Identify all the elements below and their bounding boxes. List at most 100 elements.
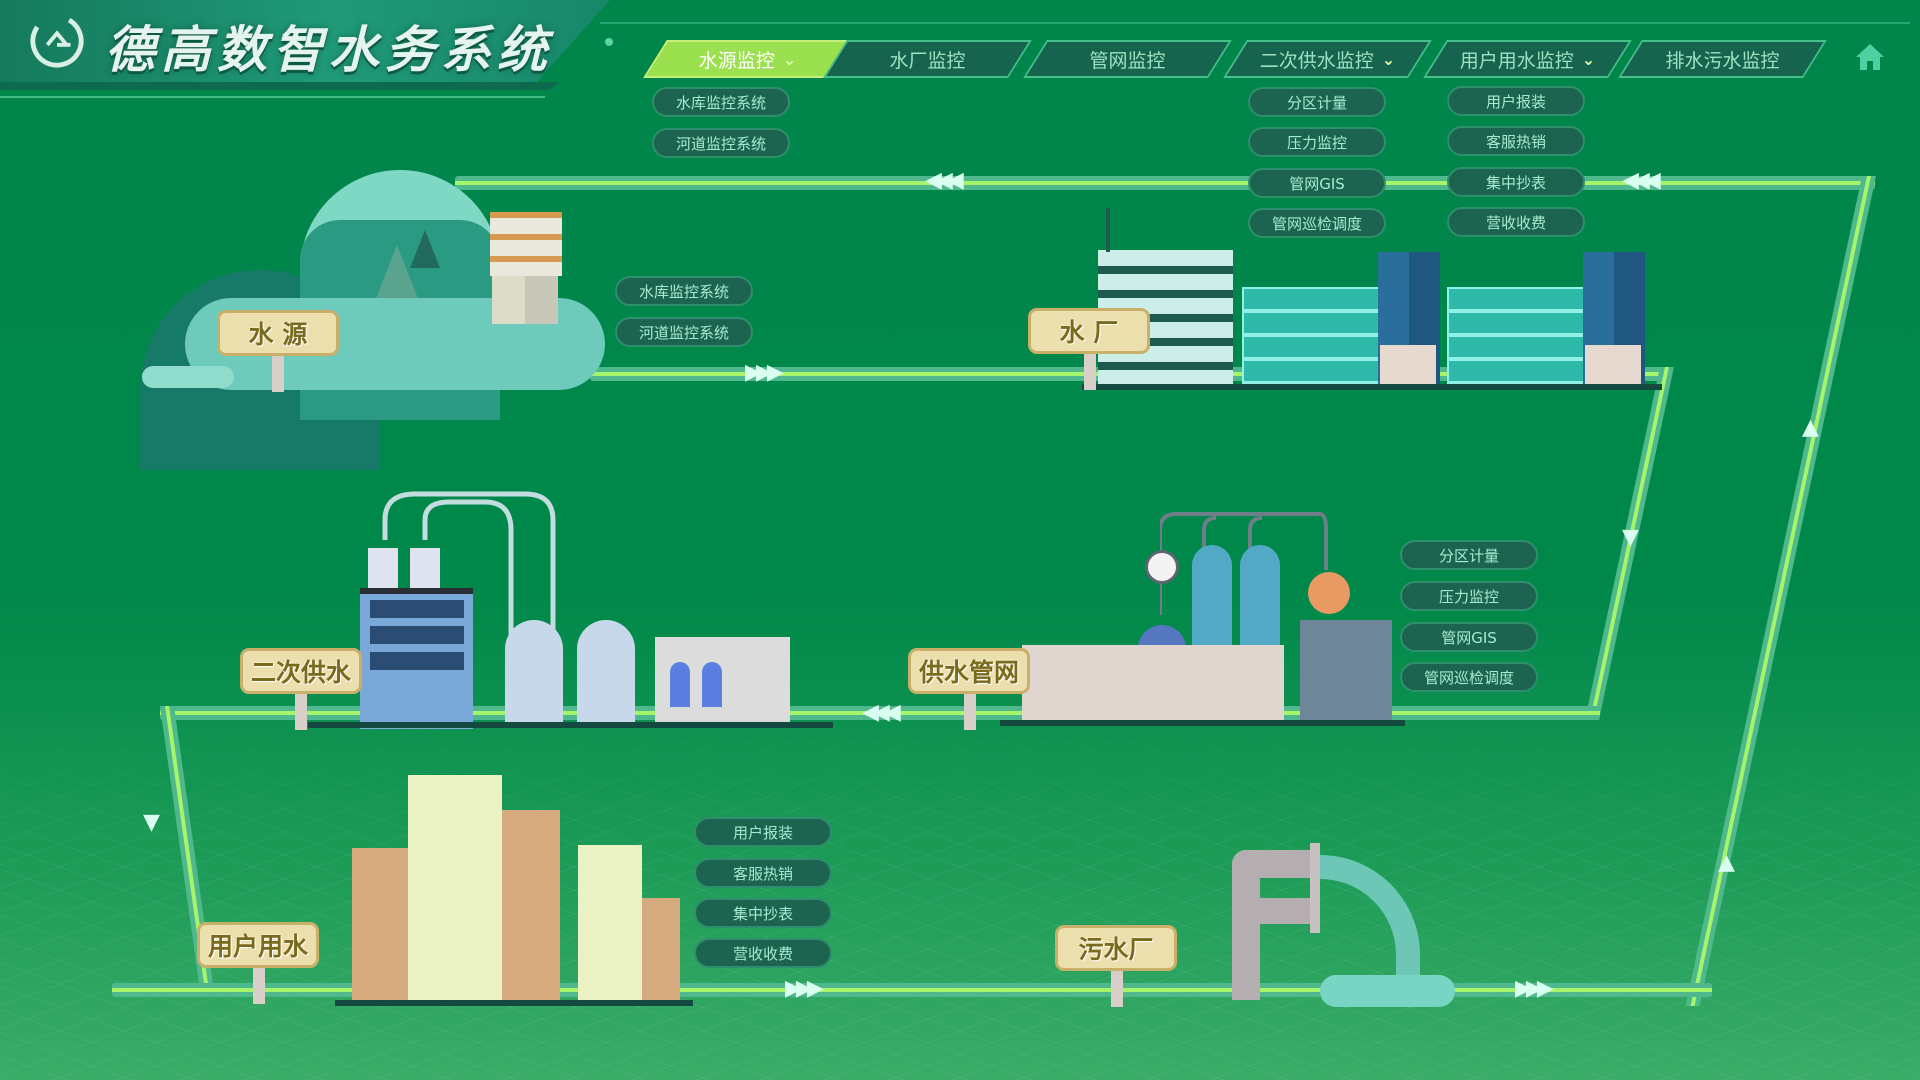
- network-tank: [1192, 545, 1232, 645]
- flow-arrow-left-icon: ◀◀◀: [1622, 168, 1661, 193]
- nav-tab-water-plant[interactable]: 水厂监控: [823, 40, 1032, 78]
- station-sign-secondary[interactable]: 二次供水: [240, 648, 362, 694]
- sewage-water-pool: [1320, 975, 1455, 1007]
- plant-building-2: [1447, 287, 1585, 388]
- nav-tab-label: 水厂监控: [889, 49, 966, 72]
- sewage-pipe-horizontal: [1232, 850, 1312, 878]
- sign-post: [272, 356, 284, 392]
- station-sign-sewage[interactable]: 污水厂: [1055, 925, 1177, 971]
- sign-post: [1111, 971, 1123, 1007]
- secondary-pump-blue: [670, 662, 690, 707]
- pill-meter-reading[interactable]: 集中抄表: [694, 898, 832, 928]
- dropdown-billing[interactable]: 营收收费: [1447, 207, 1585, 237]
- nav-tab-secondary-supply[interactable]: 二次供水监控 ⌄: [1223, 40, 1432, 78]
- water-tower-top: [490, 212, 562, 276]
- network-tank-block: [1300, 620, 1392, 720]
- sewage-flange: [1310, 843, 1320, 933]
- title-banner-shadow: [0, 82, 560, 90]
- pill-zone-metering[interactable]: 分区计量: [1400, 540, 1538, 570]
- flow-pipe-top: [455, 176, 1875, 190]
- network-pipes: [1160, 512, 1328, 615]
- secondary-tank: [505, 620, 563, 722]
- app-title: 德高数智水务系统: [105, 21, 553, 79]
- dropdown-customer-service[interactable]: 客服热销: [1447, 126, 1585, 156]
- pill-reservoir-monitor[interactable]: 水库监控系统: [615, 276, 753, 306]
- water-lake-edge: [142, 366, 234, 388]
- flow-arrow-down-icon: ▼: [1622, 525, 1639, 550]
- user-building-small: [642, 898, 680, 1003]
- user-building-mid: [502, 810, 560, 1003]
- chevron-down-icon: ⌄: [782, 49, 797, 69]
- user-building-right: [578, 845, 642, 1003]
- background-mesh: [0, 700, 1920, 1080]
- pill-billing[interactable]: 营收收费: [694, 938, 832, 968]
- secondary-windows: [370, 600, 464, 672]
- station-sign-source[interactable]: 水 源: [217, 310, 339, 356]
- pill-pipe-patrol[interactable]: 管网巡检调度: [1400, 662, 1538, 692]
- secondary-chimney: [368, 548, 398, 588]
- network-building: [1022, 645, 1284, 721]
- tree-icon: [410, 230, 440, 268]
- network-ground: [1000, 720, 1405, 726]
- dropdown-user-install[interactable]: 用户报装: [1447, 86, 1585, 116]
- dropdown-pressure-monitor[interactable]: 压力监控: [1248, 127, 1386, 157]
- house-icon: [1585, 345, 1641, 385]
- station-sign-network[interactable]: 供水管网: [908, 648, 1030, 694]
- nav-tab-user-water[interactable]: 用户用水监控 ⌄: [1423, 40, 1632, 78]
- pill-river-monitor[interactable]: 河道监控系统: [615, 317, 753, 347]
- flow-arrow-right-icon: ▶▶▶: [745, 360, 784, 385]
- station-sign-user[interactable]: 用户用水: [197, 922, 319, 968]
- nav-tab-pipe-network[interactable]: 管网监控: [1023, 40, 1232, 78]
- secondary-tank: [577, 620, 635, 722]
- title-underline: [0, 96, 545, 98]
- flow-arrow-up-icon: ▲: [1802, 415, 1819, 440]
- sign-post: [253, 968, 265, 1004]
- logo-icon: [30, 14, 84, 68]
- nav-tab-water-source[interactable]: 水源监控 ⌄: [643, 40, 852, 78]
- pill-customer-service[interactable]: 客服热销: [694, 858, 832, 888]
- nav-frame-dot: [605, 38, 613, 46]
- plant-antenna: [1106, 208, 1110, 252]
- pill-user-install[interactable]: 用户报装: [694, 817, 832, 847]
- flow-arrow-right-icon: ▶▶▶: [1515, 976, 1554, 1001]
- secondary-chimney: [410, 548, 440, 588]
- nav-tab-label: 二次供水监控: [1259, 49, 1374, 72]
- flow-arrow-right-icon: ▶▶▶: [785, 976, 824, 1001]
- dropdown-river[interactable]: 河道监控系统: [652, 128, 790, 158]
- nav-tab-label: 用户用水监控: [1459, 49, 1574, 72]
- sign-post: [1084, 354, 1096, 390]
- flow-arrow-left-icon: ◀◀◀: [862, 700, 901, 725]
- pill-pipe-gis[interactable]: 管网GIS: [1400, 622, 1538, 652]
- flow-arrow-down-icon: ▼: [143, 810, 160, 835]
- home-icon[interactable]: [1855, 42, 1885, 72]
- user-building-tall: [408, 775, 502, 1003]
- chevron-down-icon: ⌄: [1381, 49, 1396, 69]
- dropdown-reservoir[interactable]: 水库监控系统: [652, 87, 790, 117]
- secondary-pump-blue: [702, 662, 722, 707]
- flow-arrow-up-icon: ▲: [1718, 850, 1735, 875]
- dropdown-zone-metering[interactable]: 分区计量: [1248, 87, 1386, 117]
- nav-tab-label: 水源监控: [698, 49, 775, 72]
- house-icon: [1380, 345, 1436, 385]
- nav-tab-label: 排水污水监控: [1665, 49, 1780, 72]
- station-sign-plant[interactable]: 水 厂: [1028, 308, 1150, 354]
- plant-ground: [1082, 384, 1662, 390]
- nav-frame-line: [600, 22, 1910, 24]
- sign-post: [295, 694, 307, 730]
- dropdown-pipe-patrol[interactable]: 管网巡检调度: [1248, 208, 1386, 238]
- secondary-pipes: [382, 491, 556, 635]
- user-building-back: [352, 848, 414, 1003]
- sewage-pipe-lower: [1258, 898, 1312, 924]
- secondary-ground: [308, 722, 833, 728]
- flow-arrow-left-icon: ◀◀◀: [925, 168, 964, 193]
- title-banner: [0, 0, 610, 82]
- dropdown-meter-reading[interactable]: 集中抄表: [1447, 167, 1585, 197]
- pill-pressure-monitor[interactable]: 压力监控: [1400, 581, 1538, 611]
- water-tower-body: [492, 276, 558, 324]
- pressure-gauge-icon: [1145, 550, 1179, 584]
- dropdown-pipe-gis[interactable]: 管网GIS: [1248, 168, 1386, 198]
- nav-tab-drainage[interactable]: 排水污水监控: [1618, 40, 1827, 78]
- network-tank: [1240, 545, 1280, 645]
- user-ground: [335, 1000, 693, 1006]
- nav-tab-label: 管网监控: [1089, 49, 1166, 72]
